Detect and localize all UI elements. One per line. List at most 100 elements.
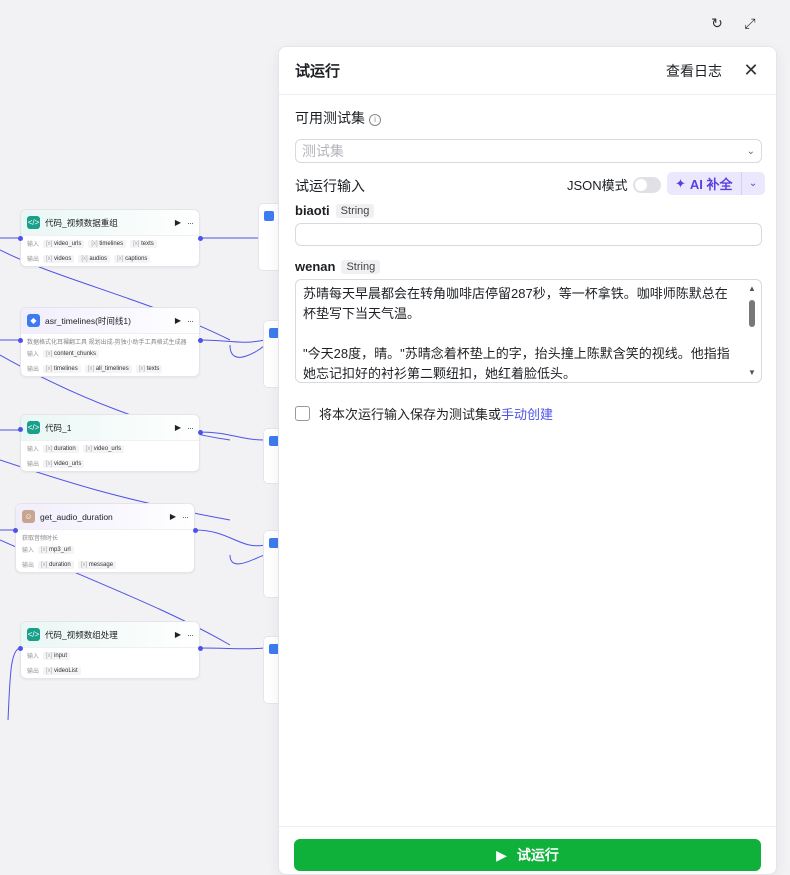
chevron-down-icon[interactable]: ⌄ xyxy=(740,172,765,195)
outputs-label: 输出 xyxy=(22,563,35,569)
outputs-label: 输出 xyxy=(27,367,40,373)
output-port[interactable] xyxy=(193,528,198,533)
play-icon[interactable]: ▶ xyxy=(174,423,181,432)
code-icon: </> xyxy=(27,216,40,229)
more-icon[interactable]: ··· xyxy=(187,629,194,640)
node-video-array-process[interactable]: </> 代码_视频数组处理 ▶ ··· 输入 input 输出 videoLis… xyxy=(20,621,200,679)
param-tag: message xyxy=(77,560,117,569)
param-tag: videos xyxy=(43,254,75,263)
play-icon[interactable]: ▶ xyxy=(174,218,181,227)
panel-footer: ▶ 试运行 xyxy=(279,826,776,874)
json-mode-control: JSON模式 xyxy=(567,175,661,194)
param-tag: video_urls xyxy=(43,459,85,468)
param-tag: timelines xyxy=(88,239,127,248)
param-tag: texts xyxy=(135,364,163,373)
inputs-label: 输入 xyxy=(27,242,40,248)
close-icon[interactable]: ✕ xyxy=(743,60,759,80)
field-label-biaoti: biaoti String xyxy=(295,203,375,218)
param-tag: video_urls xyxy=(82,444,125,453)
param-tag: captions xyxy=(114,254,151,263)
param-tag: videoList xyxy=(43,666,81,675)
inputs-label: 输入 xyxy=(27,447,40,453)
field-name: biaoti xyxy=(295,203,330,218)
plugin-icon xyxy=(269,328,279,338)
run-input-section-title: 试运行输入 xyxy=(295,178,365,194)
inputs-label: 输入 xyxy=(22,548,35,554)
param-tag: duration xyxy=(38,560,74,569)
more-icon[interactable]: ··· xyxy=(187,217,194,228)
param-tag: texts xyxy=(130,239,157,248)
param-tag: content_chunks xyxy=(43,349,100,358)
input-port[interactable] xyxy=(18,236,23,241)
node-title: get_audio_duration xyxy=(40,511,113,522)
input-port[interactable] xyxy=(18,338,23,343)
play-icon[interactable]: ▶ xyxy=(169,512,176,521)
play-icon[interactable]: ▶ xyxy=(174,316,181,325)
node-partial[interactable] xyxy=(258,203,278,271)
output-port[interactable] xyxy=(198,236,203,241)
chevron-down-icon: ⌄ xyxy=(746,145,755,157)
testset-placeholder: 测试集 xyxy=(302,143,344,159)
output-port[interactable] xyxy=(198,430,203,435)
plugin-icon xyxy=(269,538,279,548)
ai-complete-label: AI 补全 xyxy=(689,177,733,192)
panel-title: 试运行 xyxy=(295,63,341,80)
ai-complete-button[interactable]: ✦AI 补全 xyxy=(667,172,741,195)
inputs-label: 输入 xyxy=(27,654,40,660)
more-icon[interactable]: ··· xyxy=(187,315,194,326)
info-icon[interactable]: i xyxy=(369,113,381,126)
scrollbar-thumb[interactable] xyxy=(749,300,755,327)
node-video-data-regroup[interactable]: </> 代码_视频数据重组 ▶ ··· 输入 video_urls timeli… xyxy=(20,209,200,267)
param-tag: timelines xyxy=(43,364,81,373)
node-description: 获取音频时长 xyxy=(22,536,59,542)
node-title: 代码_1 xyxy=(45,422,72,433)
panel-header: 试运行 查看日志 ✕ xyxy=(279,47,776,95)
param-tag: duration xyxy=(43,444,79,453)
save-testset-checkbox[interactable] xyxy=(295,406,310,421)
save-testset-row: 将本次运行输入保存为测试集或手动创建 xyxy=(295,404,553,423)
input-port[interactable] xyxy=(18,646,23,651)
wenan-textarea[interactable]: 苏晴每天早晨都会在转角咖啡店停留287秒，等一杯拿铁。咖啡师陈默总在杯垫写下当天… xyxy=(303,286,730,381)
code-icon: </> xyxy=(27,628,40,641)
param-tag: mp3_url xyxy=(38,545,74,554)
refresh-icon[interactable]: ↻ xyxy=(711,14,723,31)
run-button[interactable]: ▶ 试运行 xyxy=(294,839,761,871)
save-testset-label: 将本次运行输入保存为测试集或 xyxy=(319,407,502,422)
save-testset-text: 将本次运行输入保存为测试集或手动创建 xyxy=(319,404,553,423)
node-code-1[interactable]: </> 代码_1 ▶ ··· 输入 duration video_urls 输出… xyxy=(20,414,200,472)
more-icon[interactable]: ··· xyxy=(187,422,194,433)
code-icon: </> xyxy=(27,421,40,434)
run-button-label: 试运行 xyxy=(516,847,559,863)
plugin-icon xyxy=(269,644,279,654)
input-port[interactable] xyxy=(13,528,18,533)
manual-create-link[interactable]: 手动创建 xyxy=(501,407,554,422)
scroll-down-icon[interactable]: ▼ xyxy=(748,368,756,377)
view-log-link[interactable]: 查看日志 xyxy=(666,62,722,79)
inputs-label: 输入 xyxy=(27,352,40,358)
scrollbar[interactable]: ▲ ▼ xyxy=(747,284,757,378)
node-get-audio-duration[interactable]: ☺ get_audio_duration ▶ ··· 获取音频时长 输入 mp3… xyxy=(15,503,195,573)
type-badge: String xyxy=(341,259,381,274)
play-icon: ▶ xyxy=(496,846,507,863)
field-label-wenan: wenan String xyxy=(295,259,381,274)
param-tag: all_timelines xyxy=(84,364,132,373)
scroll-up-icon[interactable]: ▲ xyxy=(748,284,756,293)
play-icon[interactable]: ▶ xyxy=(174,630,181,639)
param-tag: audios xyxy=(78,254,111,263)
testset-select[interactable]: 测试集 ⌄ xyxy=(295,139,762,163)
node-title: 代码_视频数据重组 xyxy=(45,217,118,228)
output-port[interactable] xyxy=(198,646,203,651)
fullscreen-icon[interactable]: ⤢ xyxy=(744,14,756,31)
plugin-icon xyxy=(264,211,274,221)
output-port[interactable] xyxy=(198,338,203,343)
avatar-icon: ☺ xyxy=(22,510,35,523)
more-icon[interactable]: ··· xyxy=(182,511,189,522)
node-title: asr_timelines(时间线1) xyxy=(45,315,131,326)
biaoti-input[interactable] xyxy=(295,223,762,246)
wenan-textarea-wrapper[interactable]: 苏晴每天早晨都会在转角咖啡店停留287秒，等一杯拿铁。咖啡师陈默总在杯垫写下当天… xyxy=(295,279,762,383)
node-asr-timelines[interactable]: ◆ asr_timelines(时间线1) ▶ ··· 数据格式化耳裸翻工具 规… xyxy=(20,307,200,377)
input-port[interactable] xyxy=(18,427,23,432)
json-mode-toggle[interactable] xyxy=(632,176,661,193)
